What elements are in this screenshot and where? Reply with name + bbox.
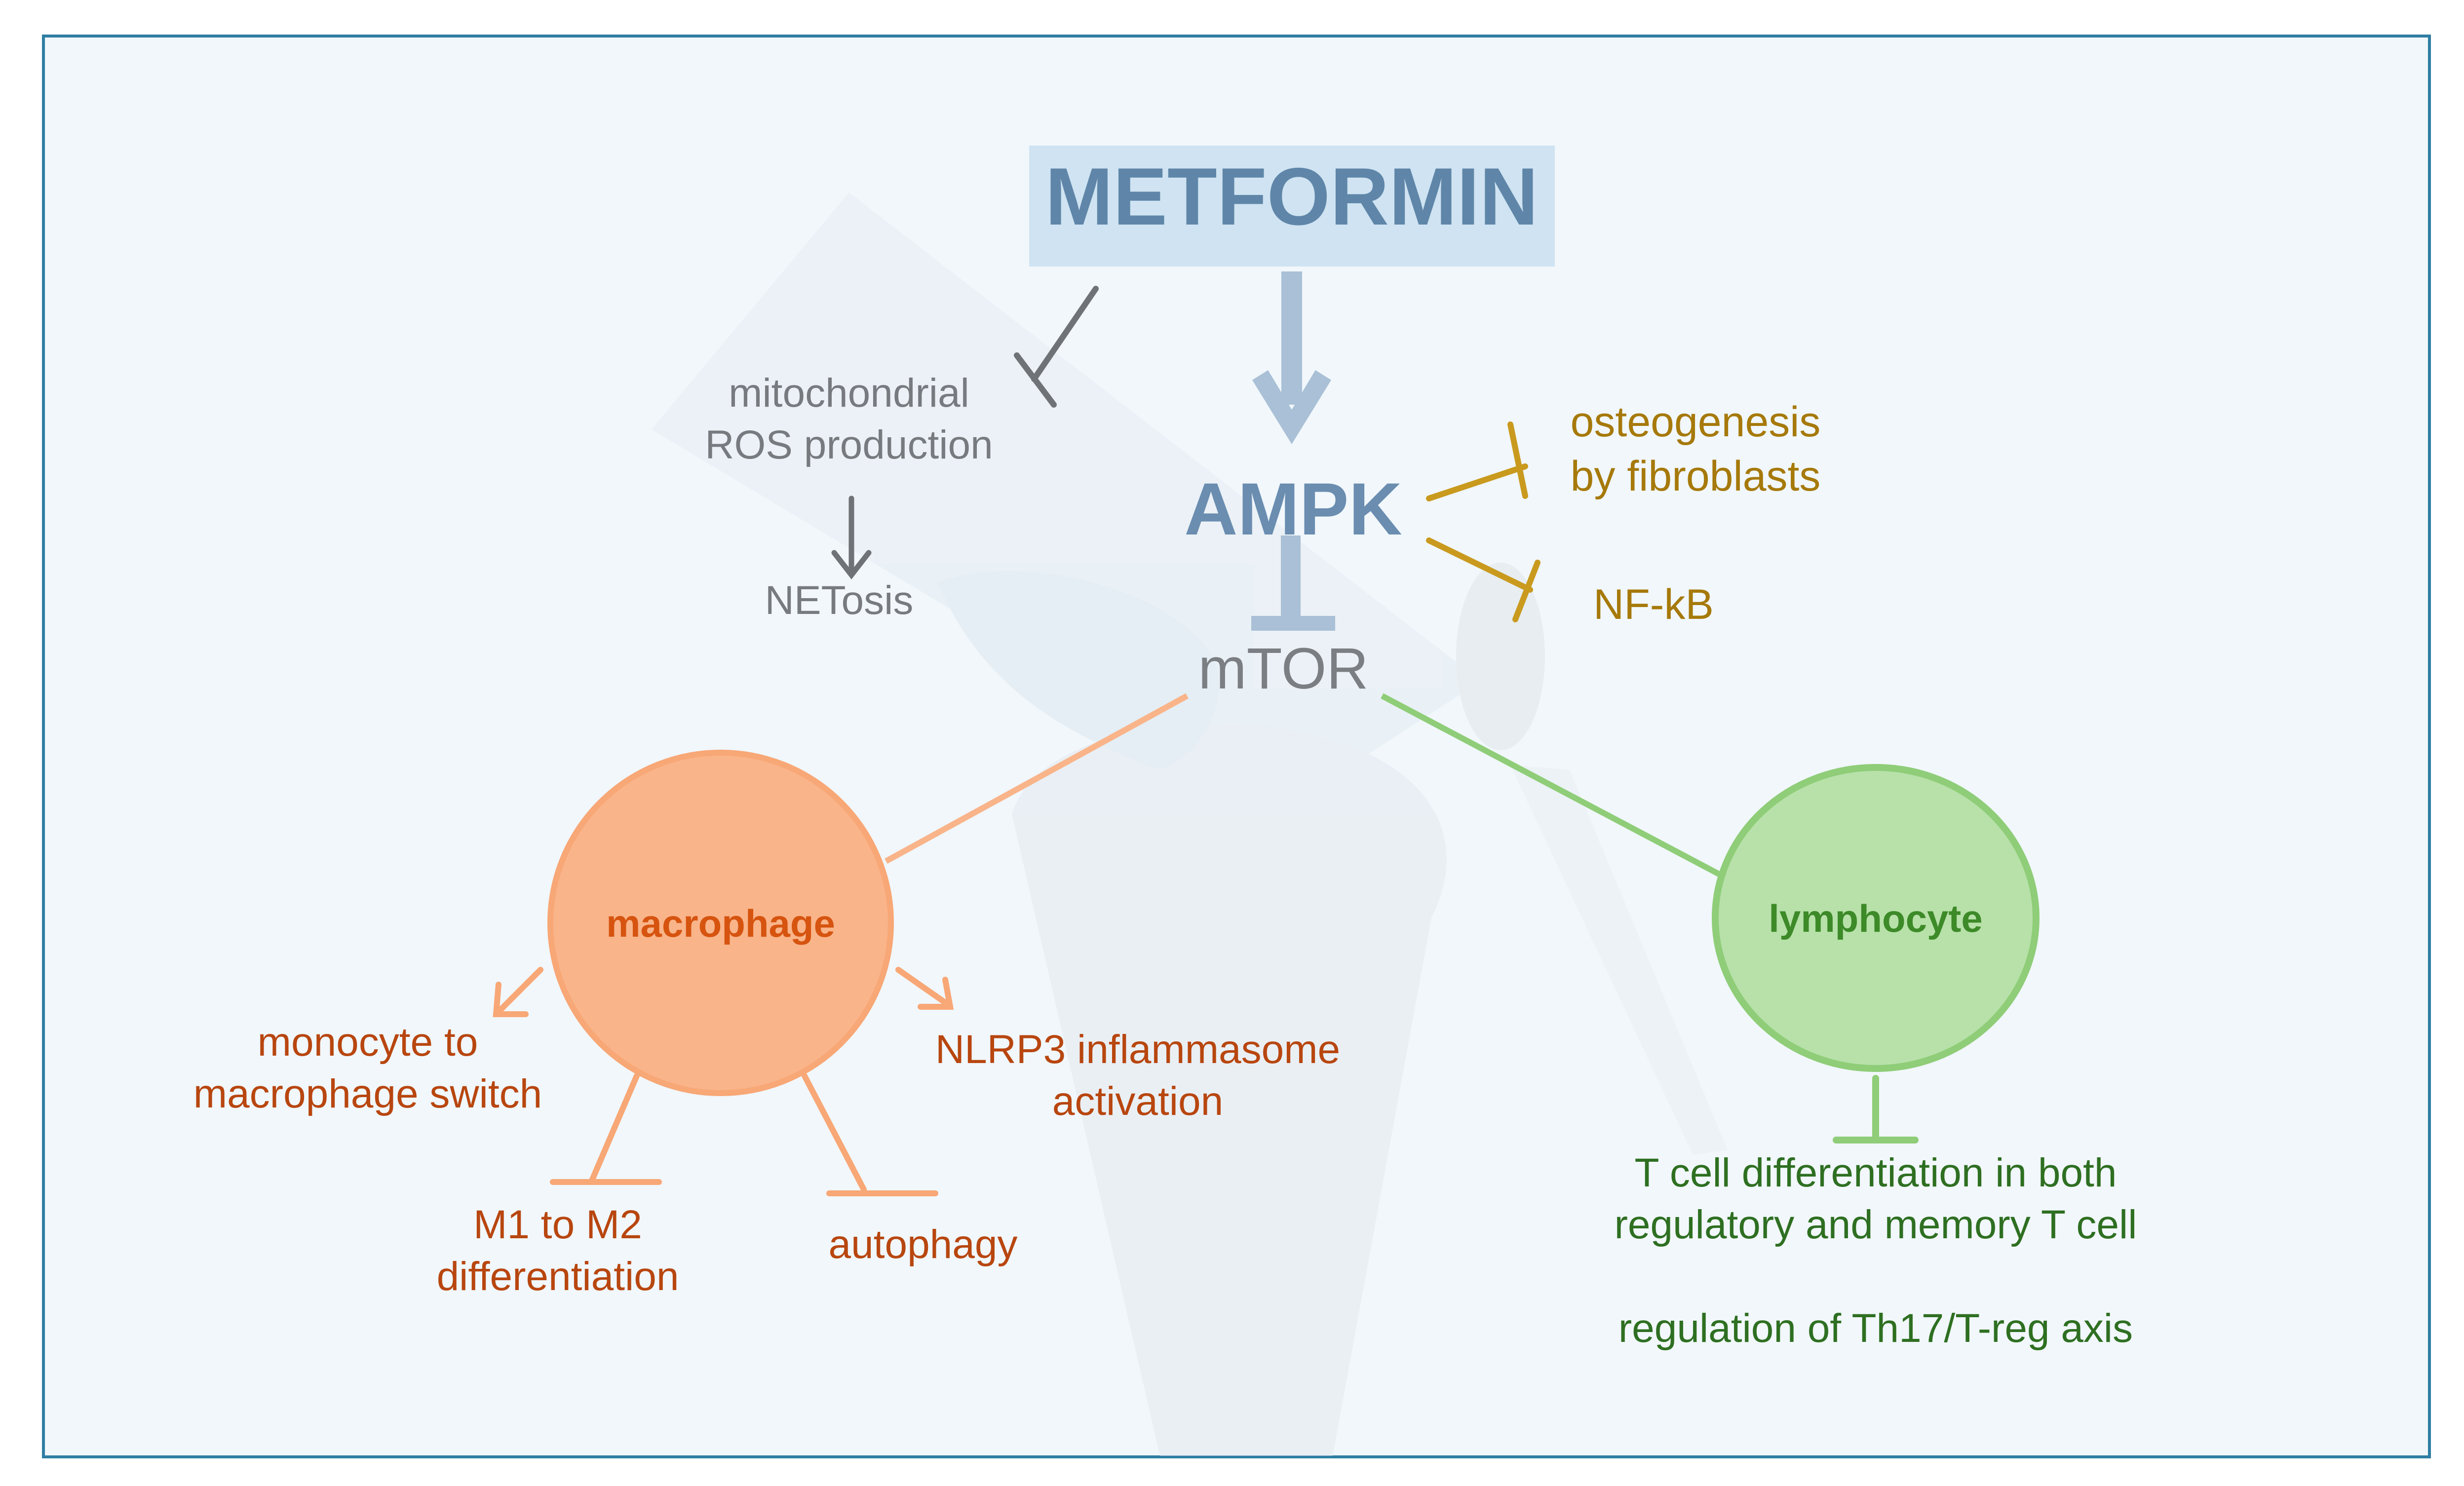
t-cell-line-2: regulatory and memory T cell: [1614, 1202, 2137, 1247]
mtor-label: mTOR: [1198, 636, 1369, 701]
macrophage-inhibits-m1m2: [550, 1073, 662, 1185]
m1-m2-line-1: M1 to M2: [473, 1202, 642, 1247]
netosis-label: NETosis: [765, 578, 914, 623]
ampk-inhibits-osteogenesis: [1426, 421, 1528, 501]
th17-label: regulation of Th17/T-reg axis: [1618, 1306, 2133, 1351]
monocyte-switch-line-2: macrophage switch: [193, 1071, 542, 1116]
osteogenesis-line-1: osteogenesis: [1570, 398, 1821, 446]
mtor-lymphocyte-link: [1381, 693, 1724, 879]
ampk-inhibits-nfkb: [1426, 537, 1540, 622]
osteogenesis-line-2: by fibroblasts: [1570, 453, 1821, 500]
monocyte-switch-label: monocyte to macrophage switch: [148, 1017, 587, 1120]
lymphocyte-circle: [1712, 764, 2040, 1072]
t-cell-label: T cell differentiation in both regulator…: [1530, 1147, 2221, 1251]
macrophage-inhibits-autophagy: [802, 1073, 938, 1196]
lymphocyte-label: lymphocyte: [1769, 897, 1982, 940]
knee-joint-illustration: [652, 192, 1728, 1456]
lymphocyte-inhibits-tcell: [1833, 1075, 1919, 1143]
m1-m2-line-2: differentiation: [436, 1254, 679, 1299]
t-cell-line-1: T cell differentiation in both: [1634, 1150, 2117, 1195]
mito-ros-line-1: mitochondrial: [729, 371, 969, 416]
macrophage-label: macrophage: [606, 902, 835, 945]
mtor-macrophage-link: [885, 693, 1189, 864]
metformin-box: [1029, 146, 1555, 267]
monocyte-switch-line-1: monocyte to: [257, 1020, 478, 1065]
macrophage-to-nlrp3-arrow: [895, 967, 954, 1010]
metformin-to-ampk-arrow: [1252, 271, 1331, 444]
nfkb-label: NF-kB: [1593, 581, 1714, 628]
metformin-label: METFORMIN: [1045, 151, 1538, 242]
macrophage-circle: [547, 750, 894, 1096]
mito-ros-label: mitochondrial ROS production: [652, 368, 1046, 471]
autophagy-label: autophagy: [828, 1222, 1018, 1267]
metformin-inhibits-ros: [1014, 286, 1099, 408]
nlrp3-line-2: activation: [1052, 1078, 1224, 1124]
ampk-inhibits-mtor: [1251, 535, 1335, 631]
ros-to-netosis-arrow: [831, 495, 872, 579]
m1-m2-label: M1 to M2 differentiation: [395, 1199, 721, 1303]
ampk-label: AMPK: [1184, 467, 1402, 550]
mito-ros-line-2: ROS production: [705, 422, 993, 467]
osteogenesis-label: osteogenesis by fibroblasts: [1535, 395, 1856, 503]
nlrp3-line-1: NLRP3 inflammasome: [935, 1027, 1341, 1072]
macrophage-to-monocyte-arrow: [493, 967, 543, 1017]
nlrp3-label: NLRP3 inflammasome activation: [879, 1024, 1397, 1128]
